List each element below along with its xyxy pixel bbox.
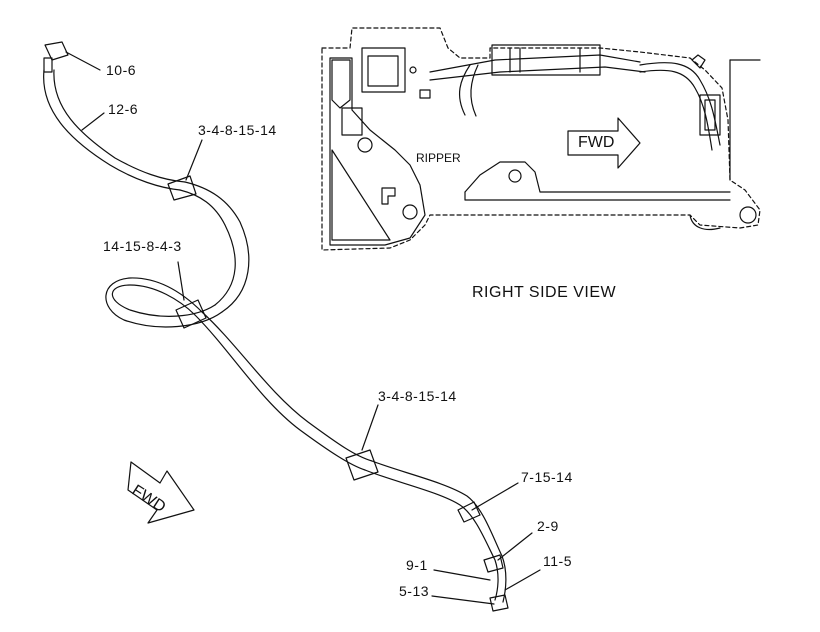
callout-11-5: 11-5: [543, 553, 572, 569]
callout-14-15-8-4-3: 14-15-8-4-3: [103, 238, 182, 254]
callout-7-15-14: 7-15-14: [521, 469, 573, 485]
hose-routing-drawing: [43, 41, 509, 612]
callout-3-4-8-15-14-lower: 3-4-8-15-14: [378, 388, 457, 404]
view-title: RIGHT SIDE VIEW: [472, 284, 617, 301]
fwd-arrow-label-top: FWD: [578, 134, 615, 151]
callout-5-13: 5-13: [399, 583, 430, 599]
callout-12-6: 12-6: [108, 101, 139, 117]
leader-lines: [65, 51, 541, 605]
ripper-label: RIPPER: [416, 151, 461, 165]
callout-10-6: 10-6: [106, 62, 137, 78]
machine-frame-drawing: [321, 27, 761, 251]
callout-2-9: 2-9: [537, 518, 559, 534]
callout-3-4-8-15-14-upper: 3-4-8-15-14: [198, 122, 277, 138]
callout-9-1: 9-1: [406, 557, 428, 573]
